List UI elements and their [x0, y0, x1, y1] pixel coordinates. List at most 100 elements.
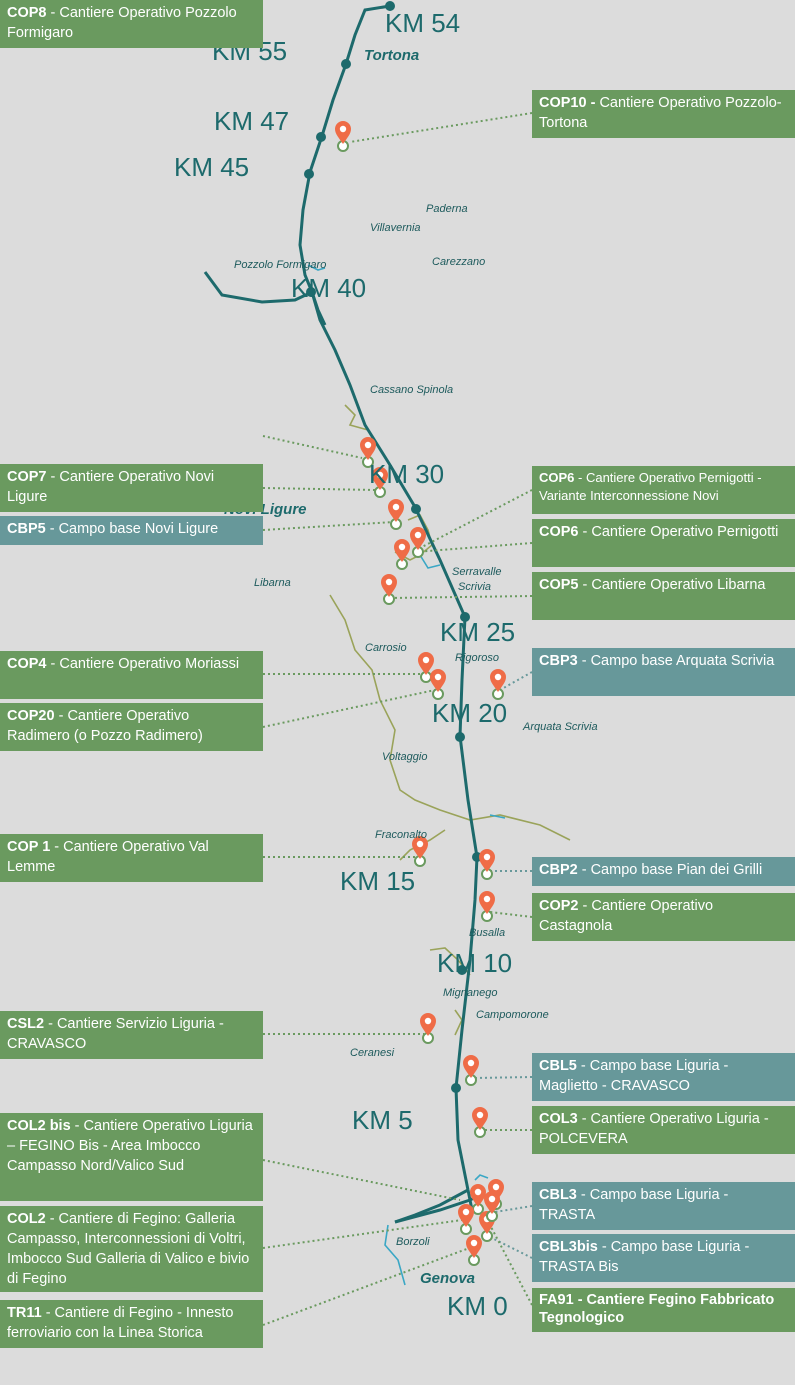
- site-code: COP4: [7, 656, 47, 672]
- site-code: CSL2: [7, 1016, 45, 1032]
- leader-lines: [262, 112, 533, 1326]
- location-pin-icon[interactable]: [463, 1055, 479, 1086]
- site-desc: - Campo base Liguria - Maglietto - CRAVA…: [539, 1058, 729, 1094]
- station-dots: [304, 1, 482, 1093]
- site-box-cop2[interactable]: COP2 - Cantiere Operativo Castagnola: [532, 893, 795, 941]
- location-pin-icon[interactable]: [479, 891, 495, 922]
- town-label: Carezzano: [432, 256, 485, 268]
- site-box-col2bis[interactable]: COL2 bis - Cantiere Operativo Liguria – …: [0, 1113, 263, 1201]
- site-desc: - Cantiere Operativo Pernigotti: [578, 524, 779, 540]
- km-label: KM 45: [174, 152, 249, 182]
- site-code: COP20: [7, 708, 55, 724]
- location-pin-icon[interactable]: [418, 652, 434, 683]
- site-box-tr11[interactable]: TR11 - Cantiere di Fegino - Innesto ferr…: [0, 1300, 263, 1348]
- site-box-cbl5[interactable]: CBL5 - Campo base Liguria - Maglietto - …: [532, 1053, 795, 1101]
- location-pin-icon[interactable]: [381, 574, 397, 605]
- site-desc: - Campo base Liguria - TRASTA Bis: [539, 1239, 750, 1275]
- town-label: Pozzolo Formigaro: [234, 259, 326, 271]
- town-label: Rigoroso: [455, 652, 499, 664]
- site-code: COP6: [539, 470, 575, 485]
- site-box-cop6[interactable]: COP6 - Cantiere Operativo Pernigotti: [532, 519, 795, 567]
- location-pin-icon[interactable]: [470, 1184, 486, 1215]
- site-code: CBL5: [539, 1058, 577, 1074]
- site-desc: - Cantiere di Fegino: Galleria Campasso,…: [7, 1211, 250, 1287]
- town-label: Voltaggio: [382, 751, 427, 763]
- km-label: KM 40: [291, 273, 366, 303]
- town-label: Libarna: [254, 577, 291, 589]
- site-code: COL2: [7, 1211, 46, 1227]
- site-desc: - Cantiere Operativo Radimero (o Pozzo R…: [7, 708, 203, 744]
- location-pin-icon[interactable]: [412, 836, 428, 867]
- site-box-cop8[interactable]: COP8 - Cantiere Operativo Pozzolo Formig…: [0, 0, 263, 48]
- location-pin-icon[interactable]: [472, 1107, 488, 1138]
- town-label: Arquata Scrivia: [522, 721, 598, 733]
- site-code: COP6: [539, 524, 579, 540]
- site-box-csl2[interactable]: CSL2 - Cantiere Servizio Liguria - CRAVA…: [0, 1011, 263, 1059]
- site-desc: Cantiere Operativo Pozzolo-Tortona: [539, 95, 782, 131]
- site-box-cop7[interactable]: COP7 - Cantiere Operativo Novi Ligure: [0, 464, 263, 512]
- location-pin-icon[interactable]: [394, 539, 410, 570]
- site-code: COP2: [539, 898, 579, 914]
- site-desc: - Campo base Novi Ligure: [45, 521, 219, 537]
- railway-line: [203, 4, 481, 1224]
- site-code: COP7: [7, 469, 47, 485]
- location-pin-icon[interactable]: [490, 669, 506, 700]
- site-box-cop20[interactable]: COP20 - Cantiere Operativo Radimero (o P…: [0, 703, 263, 751]
- location-pin-icon[interactable]: [410, 527, 426, 558]
- site-box-cbp5[interactable]: CBP5 - Campo base Novi Ligure: [0, 516, 263, 545]
- site-desc: - Cantiere Operativo Castagnola: [539, 898, 714, 934]
- location-pin-icon[interactable]: [360, 437, 376, 468]
- site-code: COP 1: [7, 839, 51, 855]
- site-markers: [335, 121, 506, 1266]
- site-desc: - Campo base Pian dei Grilli: [577, 862, 763, 878]
- site-code: CBP5: [7, 521, 46, 537]
- location-pin-icon[interactable]: [458, 1204, 474, 1235]
- city-label: Genova: [420, 1270, 475, 1287]
- town-label: Carrosio: [365, 642, 407, 654]
- km-label: KM 0: [447, 1291, 508, 1321]
- site-code: COL2 bis: [7, 1118, 71, 1134]
- site-code: COP8: [7, 5, 47, 21]
- site-box-cbp2[interactable]: CBP2 - Campo base Pian dei Grilli: [532, 857, 795, 886]
- site-box-cop4[interactable]: COP4 - Cantiere Operativo Moriassi: [0, 651, 263, 699]
- site-code: COP5: [539, 577, 579, 593]
- location-pin-icon[interactable]: [335, 121, 351, 152]
- km-label: KM 30: [369, 459, 444, 489]
- site-desc: - Campo base Liguria - TRASTA: [539, 1187, 729, 1223]
- km-label: KM 25: [440, 617, 515, 647]
- site-desc: - Cantiere Operativo Pozzolo Formigaro: [7, 5, 237, 41]
- town-label: Busalla: [469, 927, 505, 939]
- site-desc: - Cantiere Operativo Pernigotti - Varian…: [539, 470, 762, 503]
- site-box-col3[interactable]: COL3 - Cantiere Operativo Liguria - POLC…: [532, 1106, 795, 1154]
- site-desc: - Cantiere di Fegino - Innesto ferroviar…: [7, 1305, 234, 1341]
- town-label: Fraconalto: [375, 829, 427, 841]
- location-pin-icon[interactable]: [479, 849, 495, 880]
- km-label: KM 20: [432, 698, 507, 728]
- site-code: FA91: [539, 1292, 574, 1308]
- site-box-cop1[interactable]: COP 1 - Cantiere Operativo Val Lemme: [0, 834, 263, 882]
- site-desc: - Cantiere Operativo Novi Ligure: [7, 469, 215, 505]
- location-pin-icon[interactable]: [372, 467, 388, 498]
- site-code: CBP2: [539, 862, 578, 878]
- site-box-col2[interactable]: COL2 - Cantiere di Fegino: Galleria Camp…: [0, 1206, 263, 1292]
- site-box-cbl3[interactable]: CBL3 - Campo base Liguria - TRASTA: [532, 1182, 795, 1230]
- site-desc: - Cantiere Operativo Liguria - POLCEVERA: [539, 1111, 769, 1147]
- location-pin-icon[interactable]: [484, 1191, 500, 1222]
- site-box-cbp3[interactable]: CBP3 - Campo base Arquata Scrivia: [532, 648, 795, 696]
- location-pin-icon[interactable]: [430, 669, 446, 700]
- site-code: COP10 -: [539, 95, 596, 111]
- location-pin-icon[interactable]: [466, 1235, 482, 1266]
- km-label: KM 54: [385, 8, 460, 38]
- site-desc: - Cantiere Operativo Liguria – FEGINO Bi…: [7, 1118, 253, 1174]
- town-label: Paderna: [426, 203, 468, 215]
- location-pin-icon[interactable]: [388, 499, 404, 530]
- site-box-fa91[interactable]: FA91 - Cantiere Fegino Fabbricato Tegnol…: [532, 1288, 795, 1332]
- site-box-cop10[interactable]: COP10 - Cantiere Operativo Pozzolo-Torto…: [532, 90, 795, 138]
- km-label: KM 5: [352, 1105, 413, 1135]
- site-box-cop6-variante[interactable]: COP6 - Cantiere Operativo Pernigotti - V…: [532, 466, 795, 514]
- site-box-cbl3bis[interactable]: CBL3bis - Campo base Liguria - TRASTA Bi…: [532, 1234, 795, 1282]
- site-box-cop5[interactable]: COP5 - Cantiere Operativo Libarna: [532, 572, 795, 620]
- site-code: CBL3: [539, 1187, 577, 1203]
- location-pin-icon[interactable]: [420, 1013, 436, 1044]
